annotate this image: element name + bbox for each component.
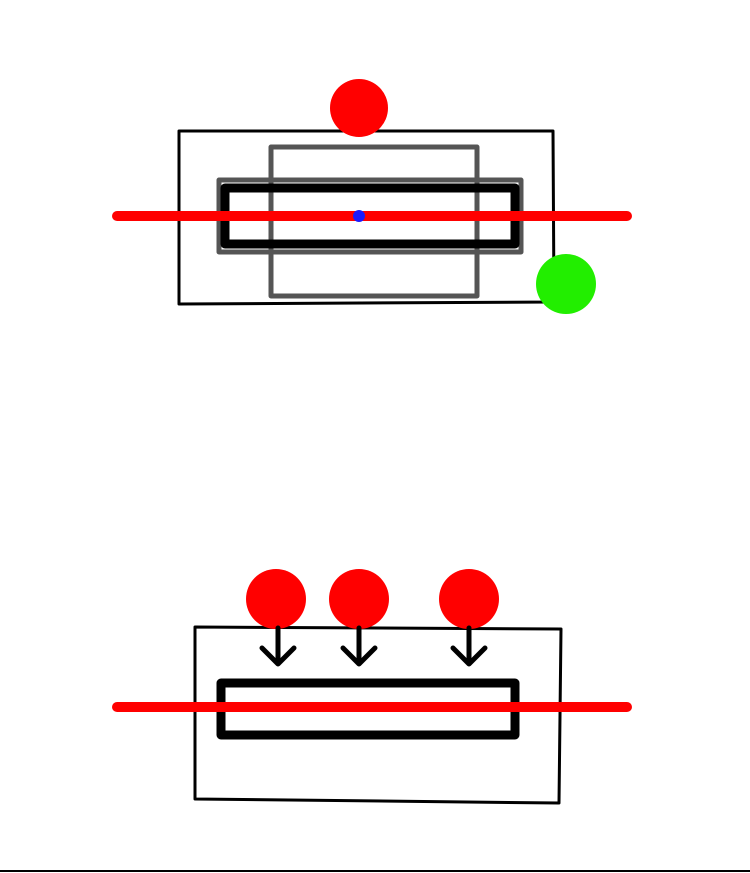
bottom-down-arrow-1	[259, 625, 297, 667]
bottom-outer-frame	[193, 625, 563, 805]
top-red-circle	[330, 79, 388, 137]
bottom-down-arrow-2	[340, 625, 378, 667]
top-diagram	[112, 79, 632, 314]
bottom-down-arrow-3	[450, 625, 488, 667]
top-gray-vertical-rect	[268, 144, 480, 299]
bottom-diagram	[112, 569, 632, 805]
bottom-red-circle-3	[439, 569, 499, 629]
top-green-circle	[536, 254, 596, 314]
bottom-red-circle-1	[246, 569, 306, 629]
top-blue-center-dot	[353, 210, 365, 222]
bottom-red-circle-2	[329, 569, 389, 629]
